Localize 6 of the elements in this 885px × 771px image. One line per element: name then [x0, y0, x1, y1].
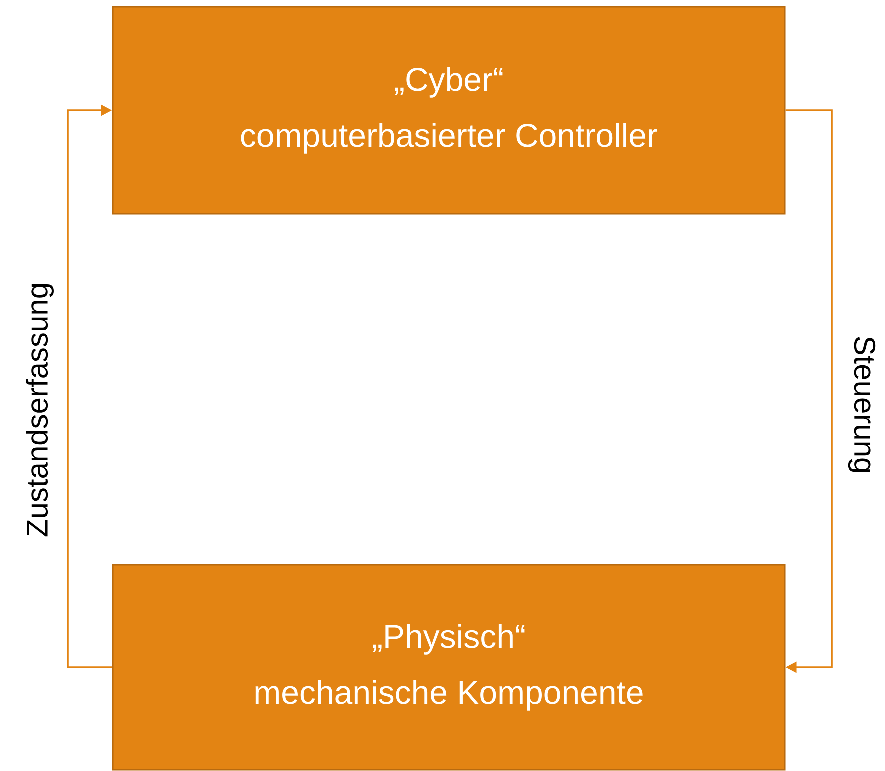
- arrow: [786, 110, 833, 674]
- component-box: „Cyber“ computerbasierter Controller: [112, 6, 786, 215]
- component-box: „Physisch“ mechanische Komponente: [112, 564, 786, 771]
- edge-label: Steuerung: [848, 337, 876, 472]
- arrow: [67, 104, 112, 668]
- edge-label: Zustandserfassung: [26, 284, 54, 537]
